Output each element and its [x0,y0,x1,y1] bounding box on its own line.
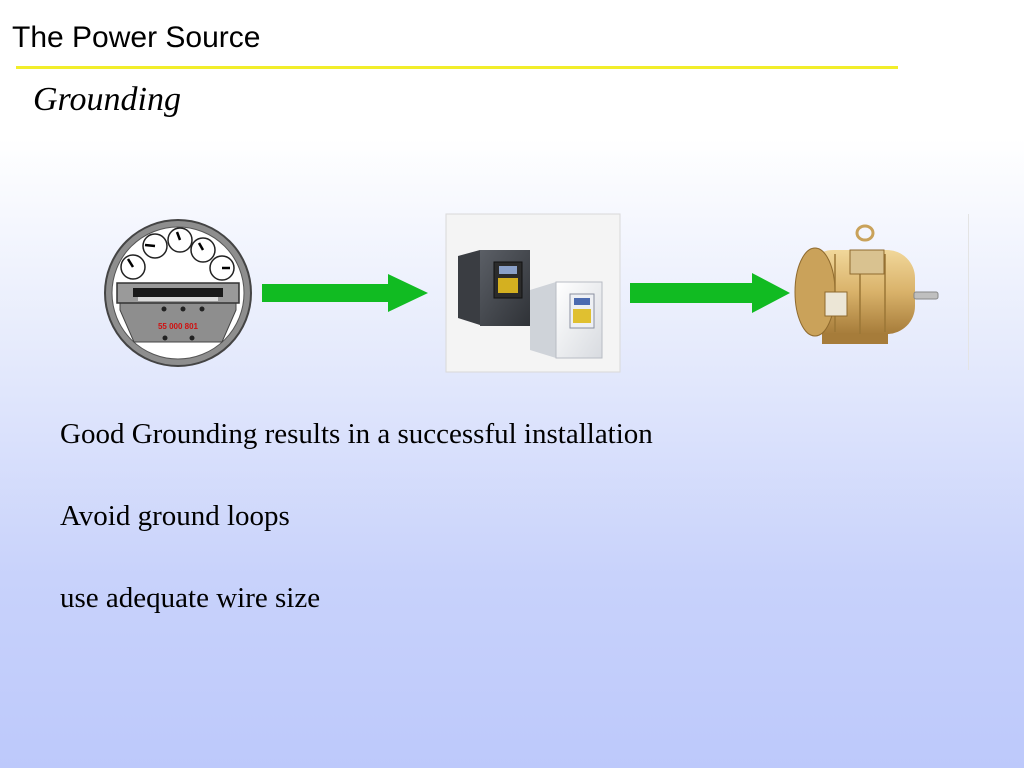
flow-arrow-icon [630,273,790,313]
utility-meter-icon: 55 000 801 [104,219,252,367]
meter-reading: 55 000 801 [158,322,199,331]
bullet-item: Avoid ground loops [60,500,290,532]
bullet-item: Good Grounding results in a successful i… [60,418,653,450]
slide-subtitle: Grounding [33,81,181,118]
slide-title: The Power Source [12,21,261,54]
electric-motor-image [794,214,969,370]
meter-dial-icon [190,237,216,263]
title-rule [16,66,898,69]
power-chain-diagram: 55 000 801 [104,213,969,373]
bullet-list: Good Grounding results in a successful i… [60,414,653,660]
meter-dial-icon [167,227,193,253]
bullet-item: use adequate wire size [60,582,321,614]
vfd-drives-image [445,213,621,373]
meter-dial-icon [142,233,168,259]
meter-dial-icon [120,254,146,280]
meter-dial-icon [209,255,235,281]
flow-arrow-icon [262,274,428,312]
